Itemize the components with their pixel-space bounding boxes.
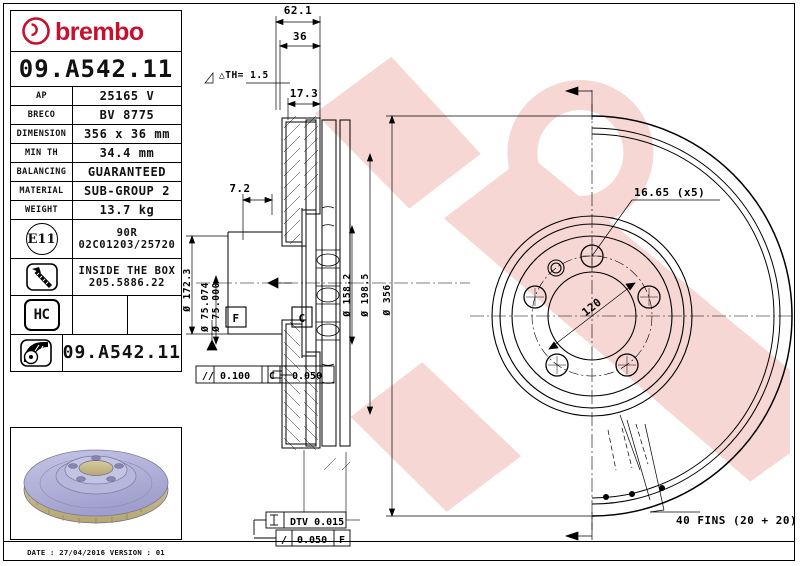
parallelism-datum: C <box>269 371 275 382</box>
hc-badge-icon: HC <box>11 296 73 334</box>
section-arrow-top <box>564 86 593 120</box>
dim-offset-label: 17.3 <box>290 87 319 100</box>
row-value: 34.4 mm <box>99 146 155 160</box>
row-label: BRECO <box>11 106 73 124</box>
datum-c-label: C <box>298 312 305 325</box>
row-value: 356 x 36 mm <box>83 127 171 141</box>
dtv-value: DTV 0.015 <box>290 517 344 528</box>
bolt-hole-note: 16.65 (x5) <box>634 186 705 199</box>
row-label: BALANCING <box>11 163 73 181</box>
dim-dia-172-3 <box>186 234 228 336</box>
flatness-value: 0.050 <box>292 371 322 382</box>
table-row-approval: E11 90R 02C01203/25720 <box>11 220 181 259</box>
runout-symbol: / <box>281 535 287 546</box>
e11-badge-label: E11 <box>25 223 58 255</box>
brembo-b-icon: brembo <box>22 17 144 46</box>
fin-markers <box>603 485 665 500</box>
info-table: brembo 09.A542.11 AP 25165 V BRECO BV 87… <box>10 10 182 372</box>
hc-label: HC <box>23 299 60 331</box>
brand-logo: brembo <box>11 11 181 52</box>
part-number-bottom-cell: 09.A542.11 <box>63 335 181 369</box>
dia-bore-label-upper: Ø 75.074 <box>200 282 211 333</box>
row-label: AP <box>11 87 73 105</box>
dim-hat-width <box>278 40 322 110</box>
runout-value: 0.050 <box>297 535 327 546</box>
hardware-line1: INSIDE THE BOX <box>78 265 176 277</box>
hc-empty-cells <box>73 296 181 334</box>
product-photo <box>10 427 182 540</box>
dia-356-label: Ø 356 <box>382 284 393 316</box>
row-value: 13.7 kg <box>99 203 155 217</box>
sheet-border <box>3 3 795 561</box>
dia-198-5-label: Ø 198.5 <box>360 273 371 318</box>
table-row-material: MATERIAL SUB-GROUP 2 <box>11 182 181 201</box>
datum-f-leader <box>206 320 218 351</box>
datum-box-c <box>291 306 313 328</box>
table-row-hc: HC <box>11 296 181 335</box>
footer-divider <box>3 541 795 542</box>
table-row-min-th: MIN TH 34.4 mm <box>11 144 181 163</box>
approval-line1: 90R <box>116 227 138 239</box>
dim-hat-width-label: 36 <box>293 30 307 43</box>
dim-hat-thickness-label: 7.2 <box>229 182 250 195</box>
table-row-dimension: DIMENSION 356 x 36 mm <box>11 125 181 144</box>
empty-cell-right <box>128 296 182 334</box>
parallelism-value: 0.100 <box>220 371 250 382</box>
fins-leaders <box>619 414 700 513</box>
empty-cell-left <box>73 296 128 334</box>
table-row-balancing: BALANCING GUARANTEED <box>11 163 181 182</box>
row-value: GUARANTEED <box>87 165 167 179</box>
hardware-line2: 205.5886.22 <box>88 277 166 289</box>
row-value: BV 8775 <box>99 108 155 122</box>
e11-circle-icon: E11 <box>11 220 73 258</box>
part-number-bottom: 09.A542.11 <box>62 341 181 363</box>
dia-172-3-label: Ø 172.3 <box>182 268 193 313</box>
svg-text:brembo: brembo <box>55 18 144 46</box>
bolt-hole-leader <box>591 199 720 257</box>
gdt-extension-lines <box>303 450 360 521</box>
dim-dia-158-2 <box>348 224 356 346</box>
flatness-frame <box>267 365 335 384</box>
dim-th-leader <box>204 72 290 84</box>
row-label: MATERIAL <box>11 182 73 200</box>
dim-overall-width-label: 62.1 <box>284 4 313 17</box>
runout-datum: F <box>339 535 345 546</box>
row-label: DIMENSION <box>11 125 73 143</box>
part-number: 09.A542.11 <box>18 55 174 83</box>
dim-th-label: △TH= 1.5 <box>219 70 269 81</box>
row-label: MIN TH <box>11 144 73 162</box>
dim-offset <box>286 98 322 120</box>
row-value: 25165 V <box>99 89 155 103</box>
dim-hat-thickness <box>241 194 274 240</box>
fins-note: 40 FINS (20 + 20) <box>676 514 797 527</box>
bolt-circle-label: 120 <box>579 296 604 319</box>
table-row-hardware: INSIDE THE BOX 205.5886.22 <box>11 259 181 296</box>
approval-value: 90R 02C01203/25720 <box>73 220 181 258</box>
runout-frame <box>254 529 351 547</box>
face-centerlines <box>470 104 792 530</box>
table-row-weight: WEIGHT 13.7 kg <box>11 201 181 220</box>
datum-c-leader <box>267 277 292 289</box>
hardware-value: INSIDE THE BOX 205.5886.22 <box>73 259 181 295</box>
footer-date: DATE : 27/04/2016 VERSION : 01 <box>27 547 165 557</box>
dia-bore-label-lower: Ø 75.000 <box>211 282 222 333</box>
approval-line2: 02C01203/25720 <box>78 239 176 251</box>
row-value: SUB-GROUP 2 <box>83 184 171 198</box>
datum-box-f <box>225 306 247 328</box>
fin-hidden-lines <box>607 423 649 471</box>
table-row-breco: BRECO BV 8775 <box>11 106 181 125</box>
row-label: WEIGHT <box>11 201 73 219</box>
screw-icon <box>11 259 73 295</box>
tyre-icon <box>11 335 63 371</box>
part-number-header: 09.A542.11 <box>11 52 181 87</box>
dia-158-2-label: Ø 158.2 <box>342 273 353 318</box>
datum-f-label: F <box>232 312 239 325</box>
section-hatching <box>283 115 351 471</box>
dim-dia-bore <box>212 274 220 346</box>
table-row-ap: AP 25165 V <box>11 87 181 106</box>
brake-disc-render <box>23 449 169 524</box>
parallelism-symbol: // <box>202 371 214 382</box>
table-row-application: 09.A542.11 <box>11 335 181 371</box>
